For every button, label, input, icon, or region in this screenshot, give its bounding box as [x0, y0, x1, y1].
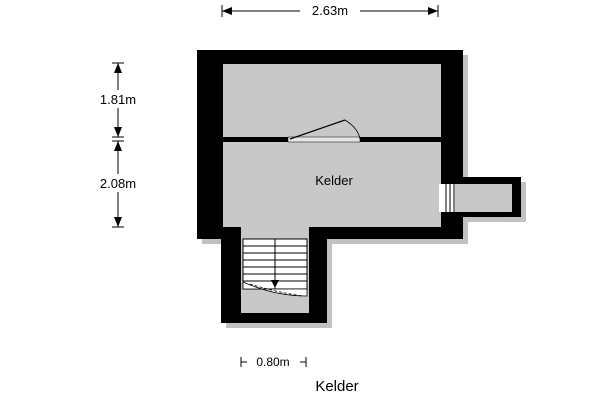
dimension-height-lower: 2.08m	[90, 140, 146, 228]
stairs	[242, 238, 308, 297]
dimension-height-upper: 1.81m	[90, 62, 146, 138]
side-alcove-floor	[455, 184, 512, 212]
door-swing-arc	[344, 119, 361, 140]
side-opening	[439, 184, 455, 212]
main-room-floor	[223, 142, 441, 227]
dimension-height-upper-label: 1.81m	[100, 92, 136, 107]
dimension-stair-width: 0.80m	[240, 355, 307, 369]
floor-caption: Kelder	[315, 378, 358, 395]
upper-room-floor	[223, 64, 441, 138]
dimension-height-lower-label: 2.08m	[100, 176, 136, 191]
door-leaf	[289, 119, 346, 140]
dimension-width-top: 2.63m	[221, 2, 439, 18]
stair-landing	[242, 281, 308, 297]
stair-curve	[249, 283, 304, 297]
dimension-width-top-label: 2.63m	[312, 3, 348, 18]
side-opening-frame	[445, 184, 455, 212]
room-label-kelder: Kelder	[315, 173, 353, 188]
door	[287, 119, 361, 143]
dimension-stair-width-label: 0.80m	[256, 355, 289, 369]
